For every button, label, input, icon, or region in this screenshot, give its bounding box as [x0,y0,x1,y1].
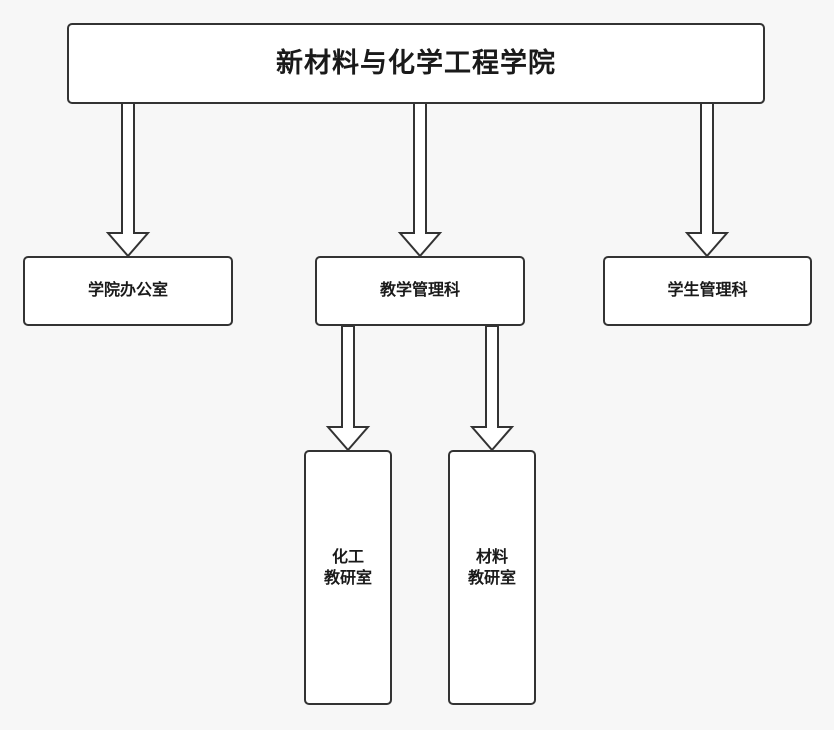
node-teaching-management[interactable]: 教学管理科 [315,256,525,326]
node-chemical-engineering-lab[interactable]: 化工 教研室 [304,450,392,705]
edge-college-to-office [105,102,151,258]
edge-college-to-teaching [397,102,443,258]
node-materials-lab[interactable]: 材料 教研室 [448,450,536,705]
edge-teaching-to-lab-chem [325,325,371,452]
node-student-management[interactable]: 学生管理科 [603,256,812,326]
node-office[interactable]: 学院办公室 [23,256,233,326]
edge-teaching-to-lab-mat [469,325,515,452]
node-college[interactable]: 新材料与化学工程学院 [67,23,765,104]
edge-college-to-student [684,102,730,258]
